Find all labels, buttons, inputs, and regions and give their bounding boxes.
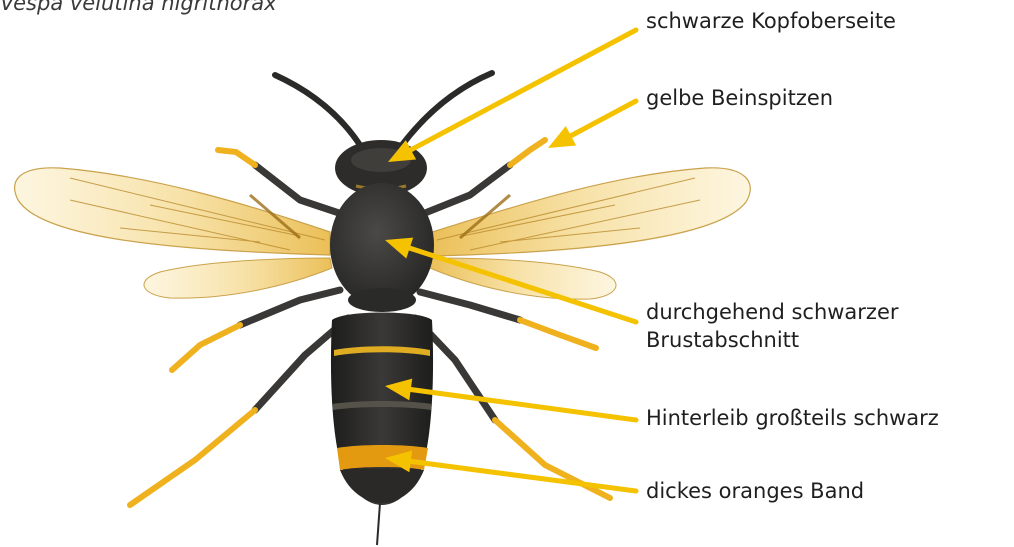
antenna-right: [402, 73, 492, 145]
leg-hind-left: [130, 318, 348, 505]
annotation-line: Hinterleib großteils schwarz: [646, 404, 939, 432]
annotation-line: dickes oranges Band: [646, 477, 864, 505]
annotation-label-band: dickes oranges Band: [646, 477, 864, 505]
antenna-left: [275, 75, 360, 145]
annotation-line: Brustabschnitt: [646, 326, 899, 354]
annotation-line: gelbe Beinspitzen: [646, 84, 833, 112]
annotation-label-abdomen: Hinterleib großteils schwarz: [646, 404, 939, 432]
annotation-arrow-head: [388, 30, 636, 162]
annotation-arrow-legs: [548, 101, 636, 148]
annotation-label-head: schwarze Kopfoberseite: [646, 7, 896, 35]
orange-band: [337, 445, 428, 470]
annotation-line: durchgehend schwarzer: [646, 298, 899, 326]
annotation-label-legs: gelbe Beinspitzen: [646, 84, 833, 112]
leg-middle-left: [172, 290, 340, 370]
annotation-line: schwarze Kopfoberseite: [646, 7, 896, 35]
